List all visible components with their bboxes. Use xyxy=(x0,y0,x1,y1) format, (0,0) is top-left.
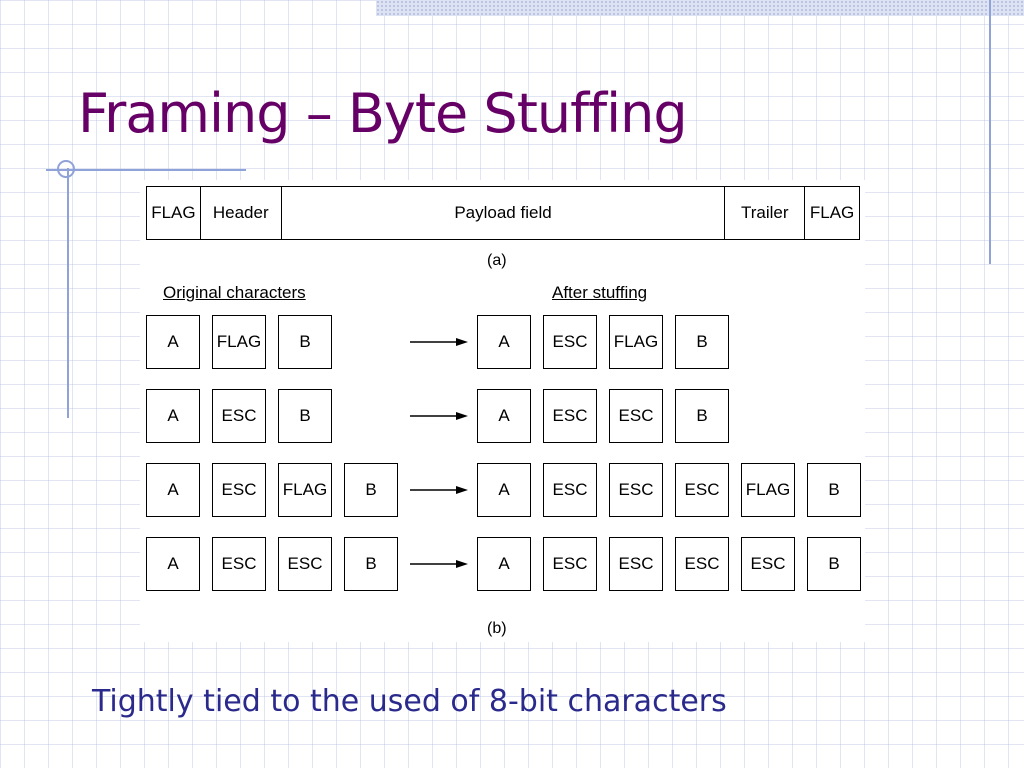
original-characters-heading: Original characters xyxy=(163,283,306,302)
stuffed-char-box: ESC xyxy=(675,537,729,591)
arrow-icon xyxy=(410,412,468,420)
stuffed-char-box: ESC xyxy=(543,315,597,369)
stuffed-char-box: B xyxy=(675,315,729,369)
arrow-icon xyxy=(410,560,468,568)
stuffed-char-box: ESC xyxy=(675,463,729,517)
stuffed-char-box: FLAG xyxy=(609,315,663,369)
stuffed-char-box: B xyxy=(675,389,729,443)
stuffed-char-box: B xyxy=(807,537,861,591)
frame-field-flag-start: FLAG xyxy=(147,187,201,239)
stuffed-char-box: B xyxy=(807,463,861,517)
original-char-box: ESC xyxy=(278,537,332,591)
frame-field-flag-end: FLAG xyxy=(809,203,855,222)
top-decorative-band xyxy=(376,0,1024,16)
original-char-box: FLAG xyxy=(278,463,332,517)
original-char-box: A xyxy=(146,389,200,443)
original-char-box: A xyxy=(146,537,200,591)
arrow-icon xyxy=(410,486,468,494)
stuffed-char-box: ESC xyxy=(543,463,597,517)
original-char-box: B xyxy=(344,537,398,591)
frame-field-payload: Payload field xyxy=(282,187,726,239)
accent-ring xyxy=(57,160,75,178)
original-char-box: ESC xyxy=(212,389,266,443)
original-char-box: A xyxy=(146,463,200,517)
stuffed-char-box: A xyxy=(477,315,531,369)
stuffed-char-box: ESC xyxy=(609,537,663,591)
stuffed-char-box: ESC xyxy=(609,389,663,443)
arrow-icon xyxy=(410,338,468,346)
stuffed-char-box: FLAG xyxy=(741,463,795,517)
slide-title: Framing – Byte Stuffing xyxy=(78,82,688,145)
original-char-box: ESC xyxy=(212,463,266,517)
stuffed-char-box: A xyxy=(477,389,531,443)
original-char-box: B xyxy=(278,315,332,369)
original-char-box: FLAG xyxy=(212,315,266,369)
stuffed-char-box: ESC xyxy=(741,537,795,591)
original-char-box: A xyxy=(146,315,200,369)
after-stuffing-heading: After stuffing xyxy=(552,283,648,302)
stuffed-char-box: A xyxy=(477,463,531,517)
original-char-box: B xyxy=(344,463,398,517)
stuffed-char-box: A xyxy=(477,537,531,591)
stuffed-char-box: ESC xyxy=(609,463,663,517)
frame-field-trailer: Trailer xyxy=(725,187,806,239)
caption-a: (a) xyxy=(487,252,507,269)
left-accent-vline xyxy=(67,168,69,418)
original-char-box: ESC xyxy=(212,537,266,591)
left-accent-hline xyxy=(46,169,246,171)
stuffed-char-box: ESC xyxy=(543,389,597,443)
frame-structure: FLAG Header Payload field Trailer FLAG xyxy=(146,186,860,240)
footer-note: Tightly tied to the used of 8-bit charac… xyxy=(92,684,727,719)
stuffed-char-box: ESC xyxy=(543,537,597,591)
original-char-box: B xyxy=(278,389,332,443)
caption-b: (b) xyxy=(487,620,507,637)
byte-stuffing-figure: FLAG Header Payload field Trailer FLAG (… xyxy=(140,180,865,642)
frame-field-header: Header xyxy=(201,187,282,239)
right-accent-line xyxy=(989,0,991,264)
